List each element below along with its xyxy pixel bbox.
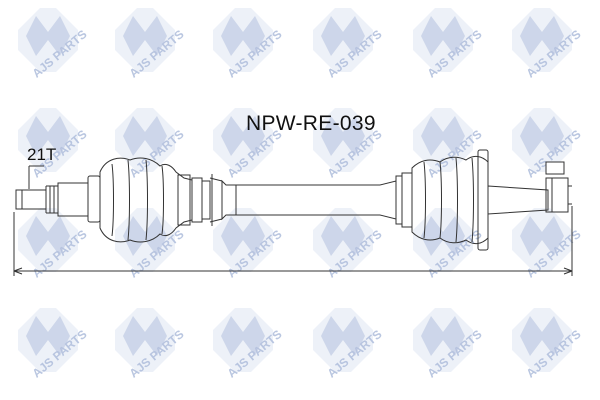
ajs-parts-watermark-icon xyxy=(213,208,285,281)
ajs-parts-watermark-icon xyxy=(213,8,285,81)
right-end-stub xyxy=(545,161,572,213)
ajs-parts-watermark-icon xyxy=(413,108,485,181)
ajs-parts-watermark-icon xyxy=(18,208,90,281)
ajs-parts-watermark-icon xyxy=(313,308,385,381)
ajs-parts-watermark-icon xyxy=(313,208,385,281)
ajs-parts-watermark-icon xyxy=(115,208,187,281)
left-spline-stub xyxy=(15,182,89,217)
spline-count-label: 21T xyxy=(27,145,57,164)
ajs-parts-watermark-icon xyxy=(413,8,485,81)
ajs-parts-watermark-icon xyxy=(313,8,385,81)
ajs-parts-watermark-icon xyxy=(213,308,285,381)
ajs-parts-watermark-icon xyxy=(512,8,584,81)
inner-cv-joint-boot xyxy=(401,149,549,251)
ajs-parts-watermark-icon xyxy=(18,8,90,81)
ajs-parts-watermark-icon xyxy=(512,308,584,381)
watermark-layer xyxy=(18,8,584,381)
spline-label-leader xyxy=(28,165,44,189)
ajs-parts-watermark-icon xyxy=(115,8,187,81)
drive-shaft xyxy=(13,149,573,276)
ajs-parts-watermark-icon xyxy=(18,308,90,381)
length-dimension-line xyxy=(13,206,573,276)
ajs-parts-watermark-icon xyxy=(413,208,485,281)
shaft-bar xyxy=(221,175,403,225)
ajs-parts-watermark-icon xyxy=(115,108,187,181)
part-number-label: NPW-RE-039 xyxy=(246,112,376,135)
ajs-parts-watermark-icon xyxy=(512,208,584,281)
ajs-parts-watermark-icon xyxy=(413,308,485,381)
ajs-parts-watermark-icon xyxy=(115,308,187,381)
outer-cv-joint-boot xyxy=(87,157,223,243)
